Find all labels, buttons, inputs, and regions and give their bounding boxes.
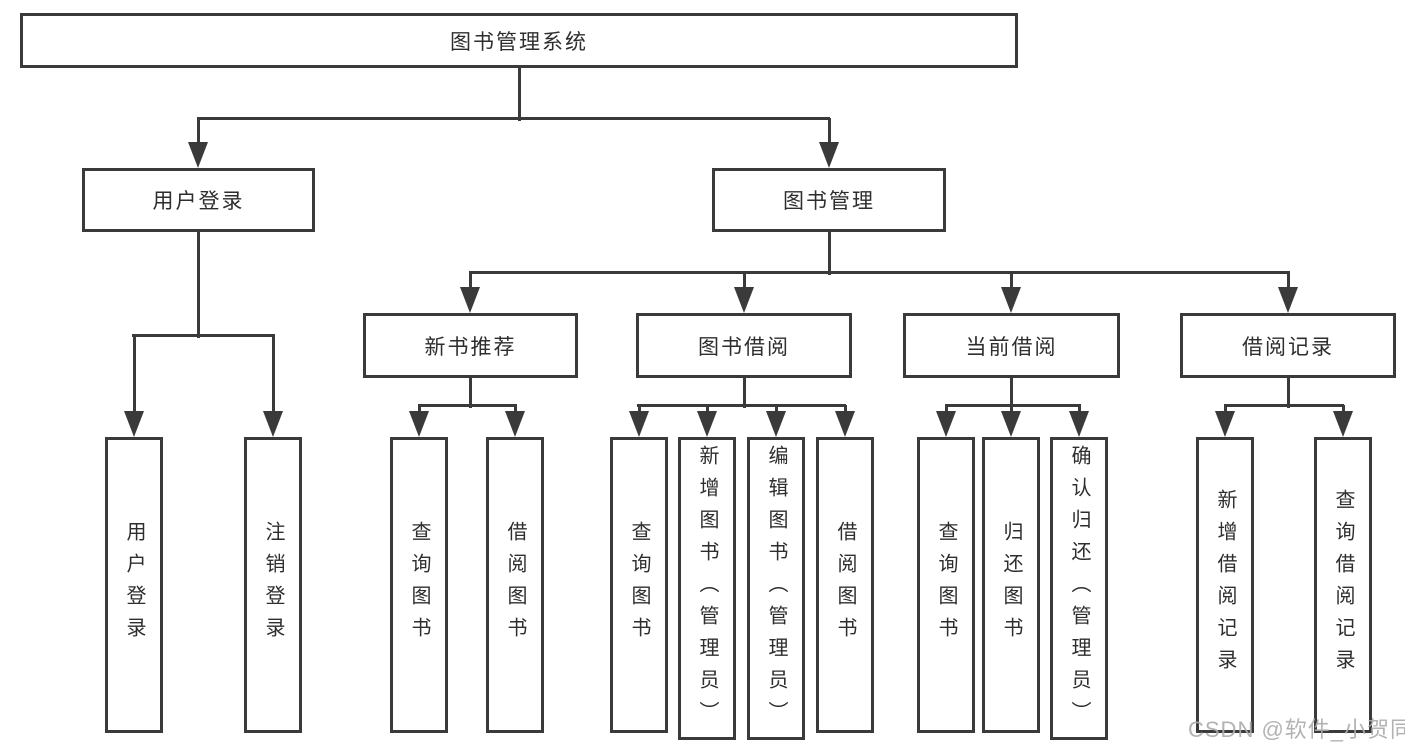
connector-line	[468, 272, 472, 291]
node-label: 图书管理系统	[450, 30, 588, 54]
node-book-borrowing: 图书借阅	[636, 313, 852, 378]
connector-line	[637, 405, 641, 415]
connector-line	[196, 118, 200, 146]
node-user-login: 用户登录	[82, 168, 315, 232]
connector-line	[132, 333, 275, 337]
arrow-down-icon	[263, 411, 283, 437]
connector-line	[742, 272, 746, 291]
connector-line	[1077, 405, 1081, 415]
arrow-down-icon	[1001, 411, 1021, 437]
node-nbr-query-books: 查询图书	[390, 437, 448, 733]
connector-line	[827, 232, 831, 275]
arrow-down-icon	[460, 287, 480, 313]
connector-line	[843, 405, 847, 415]
node-label: 借阅图书	[834, 521, 856, 649]
connector-line	[1341, 405, 1345, 415]
arrow-down-icon	[936, 411, 956, 437]
arrow-down-icon	[1215, 411, 1235, 437]
arrow-down-icon	[505, 411, 525, 437]
arrow-down-icon	[734, 287, 754, 313]
connector-line	[705, 405, 709, 415]
connector-line	[132, 335, 136, 415]
arrow-down-icon	[1333, 411, 1353, 437]
node-borrowing-records: 借阅记录	[1180, 313, 1396, 378]
arrow-down-icon	[629, 411, 649, 437]
connector-line	[513, 405, 517, 415]
connector-line	[945, 403, 1081, 407]
connector-line	[774, 405, 778, 415]
node-label: 查询借阅记录	[1332, 489, 1354, 681]
arrow-down-icon	[1001, 287, 1021, 313]
connector-line	[517, 68, 521, 121]
node-bb-edit-books-admin: 编辑图书（管理员）	[747, 437, 805, 740]
connector-line	[827, 118, 831, 146]
node-label: 查询图书	[628, 521, 650, 649]
arrow-down-icon	[697, 411, 717, 437]
connector-line	[417, 405, 421, 415]
node-label: 查询图书	[935, 521, 957, 649]
node-br-add-record: 新增借阅记录	[1196, 437, 1254, 733]
node-cb-confirm-return-admin: 确认归还（管理员）	[1050, 437, 1108, 740]
arrow-down-icon	[124, 411, 144, 437]
node-bb-query-books: 查询图书	[610, 437, 668, 733]
node-label: 借阅记录	[1242, 335, 1334, 359]
node-label: 借阅图书	[504, 521, 526, 649]
node-label: 归还图书	[1000, 521, 1022, 649]
connector-line	[469, 270, 1290, 274]
node-current-borrowing: 当前借阅	[903, 313, 1120, 378]
node-logout-action: 注销登录	[244, 437, 302, 733]
connector-line	[944, 405, 948, 415]
arrow-down-icon	[766, 411, 786, 437]
node-new-book-recommend: 新书推荐	[363, 313, 578, 378]
connector-line	[271, 335, 275, 415]
connector-line	[1286, 272, 1290, 291]
node-label: 新增图书（管理员）	[696, 444, 718, 733]
connector-line	[1009, 272, 1013, 291]
node-book-management: 图书管理	[712, 168, 946, 232]
node-label: 新书推荐	[424, 335, 517, 359]
node-nbr-borrow-books: 借阅图书	[486, 437, 544, 733]
connector-line	[742, 378, 746, 408]
connector-line	[1286, 378, 1290, 408]
connector-line	[418, 403, 517, 407]
arrow-down-icon	[409, 411, 429, 437]
node-label: 当前借阅	[965, 335, 1058, 359]
node-label: 注销登录	[262, 521, 284, 649]
node-label: 用户登录	[152, 190, 245, 213]
node-label: 新增借阅记录	[1214, 489, 1236, 681]
node-library-management-system: 图书管理系统	[20, 13, 1018, 68]
node-label: 查询图书	[408, 521, 430, 649]
node-cb-query-books: 查询图书	[917, 437, 975, 733]
node-label: 用户登录	[123, 521, 145, 649]
connector-line	[1223, 405, 1227, 415]
node-user-login-action: 用户登录	[105, 437, 163, 733]
node-label: 确认归还（管理员）	[1068, 444, 1090, 733]
connector-line	[1224, 403, 1344, 407]
arrow-down-icon	[1278, 287, 1298, 313]
node-bb-add-books-admin: 新增图书（管理员）	[678, 437, 736, 740]
node-br-query-record: 查询借阅记录	[1314, 437, 1372, 733]
connector-line	[197, 116, 830, 120]
arrow-down-icon	[835, 411, 855, 437]
connector-line	[1009, 405, 1013, 415]
arrow-down-icon	[819, 142, 839, 168]
connector-line	[1009, 378, 1013, 408]
connector-line	[468, 378, 472, 408]
csdn-watermark: CSDN @软件_小贺同学	[1188, 717, 1405, 742]
node-label: 图书管理	[783, 190, 875, 213]
node-cb-return-books: 归还图书	[982, 437, 1040, 733]
arrow-down-icon	[188, 142, 208, 168]
arrow-down-icon	[1069, 411, 1089, 437]
connector-line	[196, 232, 200, 338]
connector-line	[637, 403, 846, 407]
node-label: 编辑图书（管理员）	[765, 444, 787, 733]
node-bb-borrow-books: 借阅图书	[816, 437, 874, 733]
node-label: 图书借阅	[698, 335, 790, 359]
